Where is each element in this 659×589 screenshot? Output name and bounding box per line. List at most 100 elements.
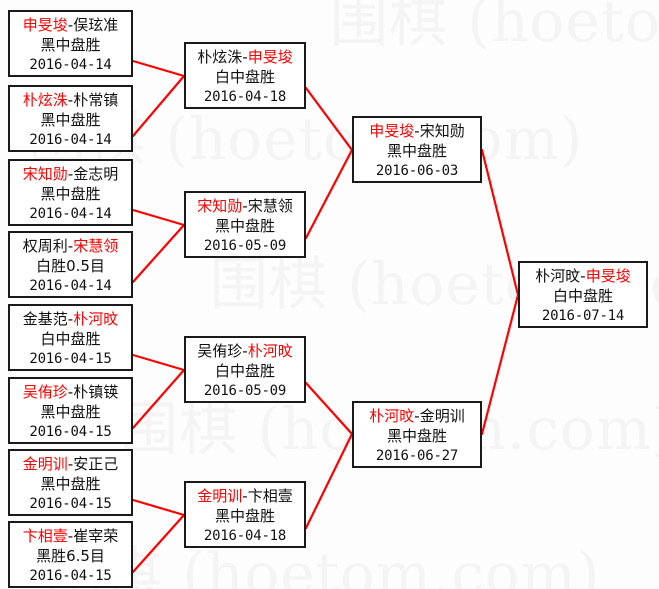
match-date: 2016-06-27 <box>375 448 459 464</box>
match-players: 申旻埈-俣玹准 <box>10 15 131 35</box>
match-players: 朴炫洙-朴常镇 <box>10 90 131 110</box>
match-players: 金明训-安正己 <box>10 454 131 474</box>
connector-r1m3 <box>131 208 186 227</box>
match-box-r1m2[interactable]: 朴炫洙-朴常镇 黑中盘胜 2016-04-14 <box>8 85 133 152</box>
match-result: 黑胜6.5目 <box>36 547 105 565</box>
player-loser: 朴常镇 <box>73 91 119 109</box>
match-box-final[interactable]: 朴河旼-申旻埈 白中盘胜 2016-07-14 <box>518 261 648 328</box>
player-loser: 俣玹准 <box>73 16 119 34</box>
connector-r1m2 <box>131 74 186 138</box>
match-date: 2016-04-15 <box>29 496 112 512</box>
match-date: 2016-04-14 <box>29 132 112 148</box>
player-winner: 金明训 <box>22 455 68 473</box>
match-players: 权周利-宋慧领 <box>10 236 131 256</box>
connector-r3m2 <box>480 293 520 436</box>
separator: - <box>67 455 74 473</box>
player-loser: 朴镇锳 <box>73 383 119 401</box>
match-result: 黑中盘胜 <box>40 403 101 421</box>
match-box-r2m4[interactable]: 金明训-卞相壹 黑中盘胜 2016-04-18 <box>184 481 306 548</box>
match-result: 黑中盘胜 <box>214 217 275 235</box>
match-result: 黑中盘胜 <box>40 185 101 203</box>
match-players: 朴河旼-申旻埈 <box>520 266 646 286</box>
player-winner: 金明训 <box>197 487 243 505</box>
separator: - <box>414 122 420 140</box>
connector-r1m8 <box>131 513 186 574</box>
match-players: 金基范-朴河旼 <box>10 309 131 329</box>
player-winner: 朴河旼 <box>73 310 119 328</box>
separator: - <box>414 407 420 425</box>
player-loser: 宋知勋 <box>419 122 465 140</box>
match-date: 2016-04-14 <box>29 278 112 294</box>
match-box-r3m1[interactable]: 申旻埈-宋知勋 黑中盘胜 2016-06-03 <box>352 116 482 183</box>
player-winner: 申旻埈 <box>585 267 631 285</box>
match-players: 吴侑珍-朴镇锳 <box>10 382 131 402</box>
match-box-r3m2[interactable]: 朴河旼-金明训 黑中盘胜 2016-06-27 <box>352 401 482 468</box>
match-result: 白中盘胜 <box>214 68 275 86</box>
connector-r2m1 <box>304 86 354 152</box>
match-date: 2016-04-14 <box>29 206 112 222</box>
match-players: 宋知勋-宋慧领 <box>186 196 304 216</box>
connector-r1m4 <box>131 223 186 284</box>
separator: - <box>242 487 248 505</box>
match-result: 白中盘胜 <box>552 287 613 305</box>
connector-r1m5 <box>131 353 186 372</box>
player-winner: 朴河旼 <box>369 407 415 425</box>
match-result: 白中盘胜 <box>40 330 101 348</box>
player-winner: 申旻埈 <box>369 122 415 140</box>
match-box-r1m4[interactable]: 权周利-宋慧领 白胜0.5目 2016-04-14 <box>8 231 133 298</box>
match-date: 2016-04-18 <box>203 528 287 544</box>
player-loser: 朴炫洙 <box>197 48 243 66</box>
match-date: 2016-04-15 <box>29 568 112 584</box>
separator: - <box>67 383 74 401</box>
match-date: 2016-05-09 <box>203 383 287 399</box>
match-result: 黑中盘胜 <box>40 36 101 54</box>
match-players: 朴炫洙-申旻埈 <box>186 47 304 67</box>
match-date: 2016-04-15 <box>29 351 112 367</box>
match-box-r1m3[interactable]: 宋知勋-金志明 黑中盘胜 2016-04-14 <box>8 159 133 226</box>
match-players: 吴侑珍-朴河旼 <box>186 341 304 361</box>
match-box-r2m3[interactable]: 吴侑珍-朴河旼 白中盘胜 2016-05-09 <box>184 336 306 403</box>
connector-r1m1 <box>131 59 186 78</box>
player-loser: 宋慧领 <box>247 197 293 215</box>
match-date: 2016-04-18 <box>203 89 287 105</box>
player-winner: 申旻埈 <box>22 16 68 34</box>
match-players: 金明训-卞相壹 <box>186 486 304 506</box>
match-result: 白胜0.5目 <box>36 257 105 275</box>
player-loser: 金志明 <box>73 165 119 183</box>
connector-r2m3 <box>304 381 354 436</box>
match-box-r1m1[interactable]: 申旻埈-俣玹准 黑中盘胜 2016-04-14 <box>8 10 133 77</box>
match-box-r1m6[interactable]: 吴侑珍-朴镇锳 黑中盘胜 2016-04-15 <box>8 377 133 444</box>
match-result: 黑中盘胜 <box>386 427 447 445</box>
separator: - <box>580 267 586 285</box>
connector-r2m4 <box>304 432 354 530</box>
player-loser: 金基范 <box>22 310 68 328</box>
match-box-r1m8[interactable]: 卞相壹-崔宰荣 黑胜6.5目 2016-04-15 <box>8 521 133 588</box>
match-box-r2m2[interactable]: 宋知勋-宋慧领 黑中盘胜 2016-05-09 <box>184 191 306 258</box>
match-result: 黑中盘胜 <box>214 507 275 525</box>
player-loser: 金明训 <box>419 407 465 425</box>
match-box-r2m1[interactable]: 朴炫洙-申旻埈 白中盘胜 2016-04-18 <box>184 42 306 109</box>
match-players: 卞相壹-崔宰荣 <box>10 526 131 546</box>
match-date: 2016-04-14 <box>29 57 112 73</box>
separator: - <box>242 342 248 360</box>
player-winner: 朴炫洙 <box>22 91 68 109</box>
player-winner: 吴侑珍 <box>22 383 68 401</box>
separator: - <box>67 237 74 255</box>
player-winner: 宋知勋 <box>22 165 68 183</box>
match-date: 2016-06-03 <box>375 163 459 179</box>
player-loser: 安正己 <box>73 455 119 473</box>
separator: - <box>242 48 248 66</box>
match-players: 宋知勋-金志明 <box>10 164 131 184</box>
player-winner: 朴河旼 <box>247 342 293 360</box>
match-box-r1m7[interactable]: 金明训-安正己 黑中盘胜 2016-04-15 <box>8 449 133 516</box>
connector-r3m1 <box>480 148 520 297</box>
match-date: 2016-05-09 <box>203 238 287 254</box>
player-winner: 申旻埈 <box>247 48 293 66</box>
match-result: 黑中盘胜 <box>40 111 101 129</box>
separator: - <box>67 165 74 183</box>
player-loser: 崔宰荣 <box>73 527 119 545</box>
player-winner: 宋慧领 <box>73 237 119 255</box>
match-box-r1m5[interactable]: 金基范-朴河旼 白中盘胜 2016-04-15 <box>8 304 133 371</box>
